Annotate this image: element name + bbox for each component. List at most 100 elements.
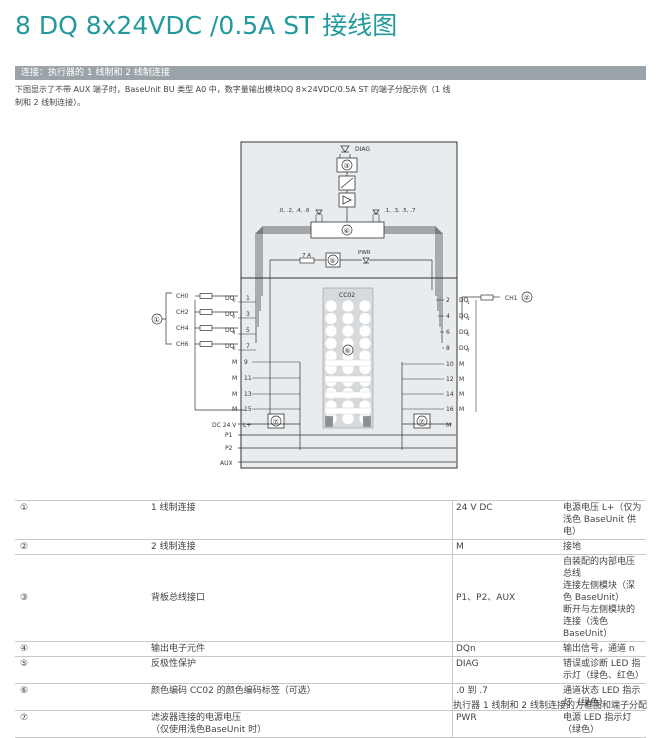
cc-dot <box>324 337 338 350</box>
legend-meaning-line: 输出信号，通道 n <box>563 644 635 654</box>
legend-meaning: 输出信号，通道 n <box>555 641 646 657</box>
pin-right: 8 <box>446 345 450 352</box>
legend-meaning-line: 断开与左侧模块的连接（浅色 BaseUnit） <box>563 605 636 639</box>
dq-left-label: DQ <box>225 327 235 334</box>
legend-meaning: 电源 LED 指示灯（绿色） <box>555 710 646 738</box>
legend-description: 滤波器连接的电源电压 （仅使用浅色BaseUnit 时） <box>41 710 453 738</box>
ch-left-label: CH2 <box>176 309 189 316</box>
cc-dot <box>324 312 338 325</box>
actuator-symbol <box>199 293 213 299</box>
legend-symbol: ② <box>15 539 41 555</box>
diag-label: DIAG <box>355 146 370 153</box>
legend-description-line: 1 线制连接 <box>151 503 196 513</box>
m-right-label: M <box>459 361 464 368</box>
legend-code: .0 到 .7 <box>452 683 555 711</box>
legend-meaning: 错误或诊断 LED 指示灯（绿色、红色） <box>555 656 646 684</box>
legend-code: DQn <box>452 641 555 657</box>
m-left-label: M <box>232 391 237 398</box>
legend-description-line: 滤波器连接的电源电压 <box>151 713 242 723</box>
pin-left: 7 <box>246 343 250 350</box>
channel-led-right-icon <box>372 209 380 215</box>
cc-dot <box>358 299 372 313</box>
cc-dot <box>358 324 372 338</box>
pin-left: 3 <box>246 311 250 318</box>
cc-bar <box>324 359 372 367</box>
led-right-label: .1, .3, .5, .7 <box>384 208 416 214</box>
cc-circles <box>324 299 372 428</box>
dq-right-label: DQ <box>459 297 469 304</box>
ch-left-label: CH0 <box>176 293 189 300</box>
ch-right-label: CH1 <box>505 295 518 302</box>
legend-description-line: （仅使用浅色BaseUnit 时） <box>151 725 267 735</box>
dq-left-label: DQ <box>225 343 235 350</box>
dq-right-sub: 3 <box>467 316 470 321</box>
dq-left-label: DQ <box>225 311 235 318</box>
legend-symbol: ③ <box>15 554 41 642</box>
cc-dot <box>324 324 338 338</box>
legend-meaning-line: 接地 <box>563 542 582 552</box>
actuator-symbol <box>199 325 213 331</box>
legend-code: 24 V DC <box>452 500 555 540</box>
pin-left: 5 <box>246 327 250 334</box>
legend-row: ② 2 线制连接 M 接地 <box>15 539 646 555</box>
fuse-symbol <box>299 257 315 264</box>
cc-dot <box>358 337 372 350</box>
legend-description: 颜色编码 CC02 的颜色编码标签（可选） <box>41 683 453 711</box>
figure-caption: 执行器 1 线制和 2 线制连接的方框图和端子分配 <box>453 701 647 711</box>
legend-description: 输出电子元件 <box>41 641 453 657</box>
dq-right-label: DQ <box>459 345 469 352</box>
callout-2: ② <box>524 294 530 302</box>
cc-dot <box>341 312 355 325</box>
callout-7-left: ⑦ <box>273 418 279 426</box>
legend-description: 背板总线接口 <box>41 554 453 642</box>
dq-left-sub: 6 <box>233 346 236 351</box>
actuator-symbol <box>199 341 213 347</box>
pin-right-m: 12 <box>446 376 454 383</box>
m-label-bottom: M <box>446 422 451 429</box>
legend-description-line: 背板总线接口 <box>151 593 206 603</box>
channel-led-left-icon <box>315 209 323 215</box>
pwr-led-icon <box>362 257 370 264</box>
ch-left-label: CH6 <box>176 341 189 348</box>
legend-description-line: 颜色编码 CC02 的颜色编码标签（可选） <box>151 686 316 696</box>
m-right-label: M <box>459 406 464 413</box>
lplus-label: L+ <box>243 422 251 429</box>
legend-meaning-line: 电源电压 L+（仅为浅色 BaseUnit 供电） <box>563 503 642 537</box>
pin-right: 4 <box>446 313 450 320</box>
fuse-label: 7 A <box>302 253 311 259</box>
legend-description: 1 线制连接 <box>41 500 453 540</box>
cc-bar <box>324 375 372 383</box>
pin-right-m: 14 <box>446 391 454 398</box>
dq-left-sub: 4 <box>233 330 236 335</box>
pin-left-m: 15 <box>244 406 252 413</box>
dq-left-sub: 2 <box>233 314 236 319</box>
pin-left-m: 11 <box>244 375 252 382</box>
legend-code: PWR <box>452 710 555 738</box>
legend-code: M <box>452 539 555 555</box>
callout-3: ③ <box>344 162 350 170</box>
legend-symbol: ④ <box>15 641 41 657</box>
cc-label: CC02 <box>339 292 355 299</box>
legend-meaning-line: 错误或诊断 LED 指示灯（绿色、红色） <box>563 659 645 681</box>
pin-right: 6 <box>446 329 450 336</box>
dq-left-label: DQ <box>225 295 235 302</box>
legend-meaning: 自装配的内部电压总线连接左侧模块（深色 BaseUnit）断开与左侧模块的连接（… <box>555 554 646 642</box>
section-heading: 连接：执行器的 1 线制和 2 线制连接 <box>15 66 646 80</box>
pin-right-m: 10 <box>446 361 454 368</box>
p2-label: P2 <box>225 445 233 452</box>
ch1-actuator <box>480 294 494 301</box>
cc-bar <box>324 391 372 399</box>
legend-meaning-line: 自装配的内部电压总线 <box>563 557 636 579</box>
legend-code: P1、P2、AUX <box>452 554 555 642</box>
dq-right-sub: 5 <box>467 332 470 337</box>
pin-left-m: 13 <box>244 391 252 398</box>
legend-symbol: ⑤ <box>15 656 41 684</box>
dq-left-sub: 0 <box>233 298 236 303</box>
legend-description-line: 2 线制连接 <box>151 542 196 552</box>
